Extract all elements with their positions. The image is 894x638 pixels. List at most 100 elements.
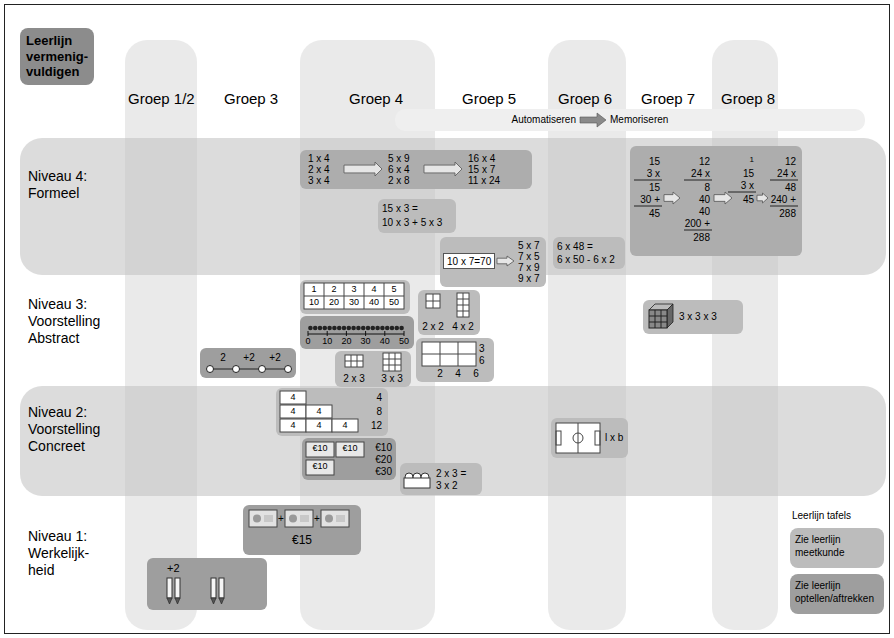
note: Memoriseren	[610, 114, 668, 126]
formula-box: 6 x 48 =6 x 50 - 6 x 2	[553, 237, 625, 269]
column-band	[125, 40, 197, 630]
box-text: 4	[290, 407, 295, 416]
sum-line	[634, 180, 662, 181]
grid-line	[457, 305, 469, 306]
box-text: 40	[699, 194, 710, 205]
box-text: 9 x 7	[518, 273, 540, 284]
box-text: 8	[704, 182, 710, 193]
bead	[375, 326, 380, 331]
tick	[308, 331, 309, 336]
box-text: 6 x 48 =	[557, 241, 593, 252]
block-arrow	[664, 192, 680, 204]
box-text: 4	[376, 392, 382, 403]
grid	[383, 353, 401, 371]
bar-cell	[332, 419, 358, 432]
box-text: 3 x 3	[381, 373, 403, 384]
box-text: 5 x 9	[388, 153, 410, 164]
group-header: Groep 1/2	[128, 90, 195, 108]
box-text: 5	[391, 285, 396, 294]
group-header: Groep 8	[721, 90, 775, 108]
box-text: 1 x 4	[308, 153, 330, 164]
hop-point	[207, 366, 214, 373]
group-header: Groep 5	[462, 90, 516, 108]
box-text: 40	[699, 206, 710, 217]
field-line	[578, 423, 579, 453]
banknote	[306, 460, 334, 475]
box-text: 3 x	[741, 180, 754, 191]
field	[556, 423, 600, 453]
box-text: 2	[331, 285, 336, 294]
box-text: €30	[375, 466, 392, 477]
title-box: Leerlijn vermenig- vuldigen	[20, 28, 94, 85]
tick	[404, 331, 405, 336]
grid-line	[395, 353, 396, 371]
box-text: l x b	[605, 432, 623, 443]
level-label: Niveau 2: Voorstelling Concreet	[28, 404, 112, 454]
box-text: +2	[269, 352, 280, 363]
box-text: 15	[649, 156, 660, 167]
box-text: 2 x 3 =	[436, 468, 466, 479]
legend-text: Zie leerlijn optellen/aftrekken	[795, 579, 879, 605]
box-text: 3	[479, 343, 485, 354]
box-text: 10 x 3 + 5 x 3	[382, 217, 442, 228]
box-text: 24 x	[691, 168, 710, 179]
box-text: +	[314, 513, 320, 524]
formula-box: 10 x 7=70	[443, 253, 495, 269]
box-text: 7 x 9	[518, 262, 540, 273]
table	[304, 283, 404, 309]
box-text: 5 x 7	[518, 240, 540, 251]
number-line	[210, 369, 288, 370]
field-box: l x b	[551, 418, 628, 458]
cube-line	[655, 310, 656, 328]
box-text: 40	[380, 337, 390, 346]
box-text: 1	[311, 285, 316, 294]
bead	[371, 326, 376, 331]
outer-frame	[5, 5, 890, 634]
box-text: 240 +	[771, 194, 796, 205]
pencil	[167, 578, 172, 598]
group-header: Groep 3	[224, 90, 278, 108]
bar-cell	[280, 405, 306, 418]
bead	[390, 326, 395, 331]
block-arrow	[497, 256, 514, 266]
bead	[308, 326, 313, 331]
pencil-tip	[175, 598, 180, 604]
box-text: 10	[322, 337, 332, 346]
box-text: 10 x 7=70	[447, 256, 491, 267]
column-arithmetic-box: 153 x1530 +451224 x84040200 +2881153 x45…	[630, 146, 802, 256]
sum-line	[684, 230, 712, 231]
box-text: 30	[349, 298, 359, 307]
table-line	[304, 296, 404, 297]
box-text: 4	[290, 421, 295, 430]
goal-area	[556, 431, 561, 445]
money-box: €10€10€10€10€20€30	[302, 438, 396, 480]
box-text: 288	[693, 232, 710, 243]
bead	[380, 326, 385, 331]
banknote-mark	[336, 515, 345, 522]
box-text: +2	[243, 352, 254, 363]
grid-line	[426, 301, 440, 302]
box-text: €10	[312, 444, 327, 453]
formula-box: 5 x 77 x 57 x 99 x 710 x 7=70	[440, 237, 546, 287]
box-text: 3 x	[647, 168, 660, 179]
banknote-portrait	[325, 515, 333, 523]
group-header: Groep 7	[641, 90, 695, 108]
grid-line	[383, 365, 401, 366]
egg-carton-box: 2 x 3 =3 x 2	[400, 463, 482, 495]
box-text: 1	[750, 156, 754, 164]
box-text: 2 x 8	[388, 175, 410, 186]
box-text: €10	[312, 462, 327, 471]
number-table: 123451020304050	[300, 280, 410, 314]
cube-front	[649, 310, 667, 328]
box-text: 48	[785, 182, 796, 193]
note: Automatiseren	[512, 114, 576, 126]
box-text: 4	[342, 421, 347, 430]
grid	[426, 294, 440, 308]
box-text: 16 x 4	[468, 153, 495, 164]
hop-point	[233, 366, 240, 373]
sum-line	[634, 206, 662, 207]
cube-line	[649, 322, 667, 323]
pencil	[211, 578, 216, 598]
box-text: 3 x 3 x 3	[679, 311, 717, 322]
tick	[384, 331, 385, 336]
